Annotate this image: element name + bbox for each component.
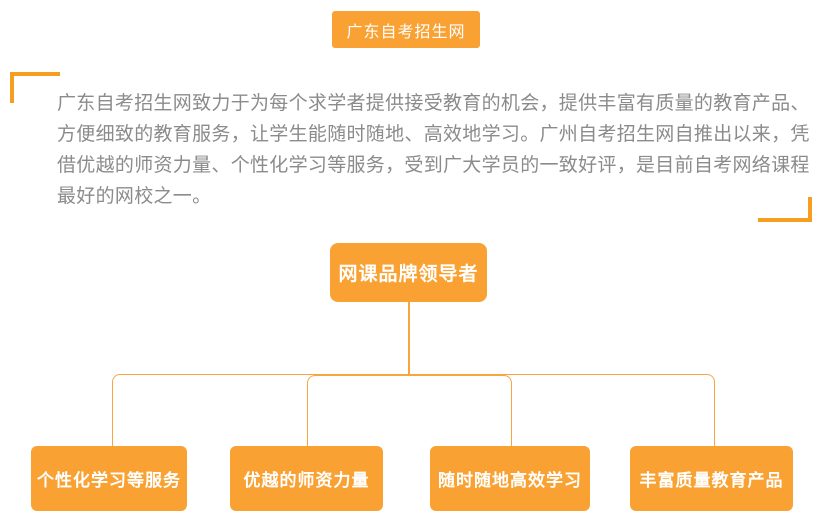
diagram-root-label: 网课品牌领导者 xyxy=(338,264,479,285)
intro-line-4: 最好的网校之一。 xyxy=(57,186,212,207)
connector-outer-bracket xyxy=(112,374,715,447)
child-node-personalized-learning: 个性化学习等服务 xyxy=(31,446,187,511)
intro-line-2: 方便细致的教育服务，让学生能随时随地、高效地学习。广州自考招生网自推出以来，凭 xyxy=(57,124,810,145)
site-title-banner: 广东自考招生网 xyxy=(332,11,480,48)
connector-inner-bracket xyxy=(307,375,512,447)
root-stem-line xyxy=(408,302,410,374)
child-node-label: 优越的师资力量 xyxy=(243,471,370,490)
child-node-label: 个性化学习等服务 xyxy=(37,471,181,490)
intro-line-1: 广东自考招生网致力于为每个求学者提供接受教育的机会，提供丰富有质量的教育产品、 xyxy=(57,93,810,114)
corner-bracket-bottom-right xyxy=(758,197,812,222)
child-node-anytime-learning: 随时随地高效学习 xyxy=(430,446,590,511)
child-node-label: 丰富质量教育产品 xyxy=(639,471,784,490)
site-title-label: 广东自考招生网 xyxy=(346,23,466,41)
corner-bracket-top-left xyxy=(10,72,60,103)
child-node-label: 随时随地高效学习 xyxy=(438,471,582,490)
child-node-faculty-strength: 优越的师资力量 xyxy=(230,446,383,511)
diagram-root-node: 网课品牌领导者 xyxy=(330,243,487,302)
intro-line-3: 借优越的师资力量、个性化学习等服务，受到广大学员的一致好评，是目前自考网络课程 xyxy=(57,155,810,176)
child-node-quality-products: 丰富质量教育产品 xyxy=(630,446,793,511)
intro-paragraph: 广东自考招生网致力于为每个求学者提供接受教育的机会，提供丰富有质量的教育产品、 … xyxy=(57,88,810,212)
